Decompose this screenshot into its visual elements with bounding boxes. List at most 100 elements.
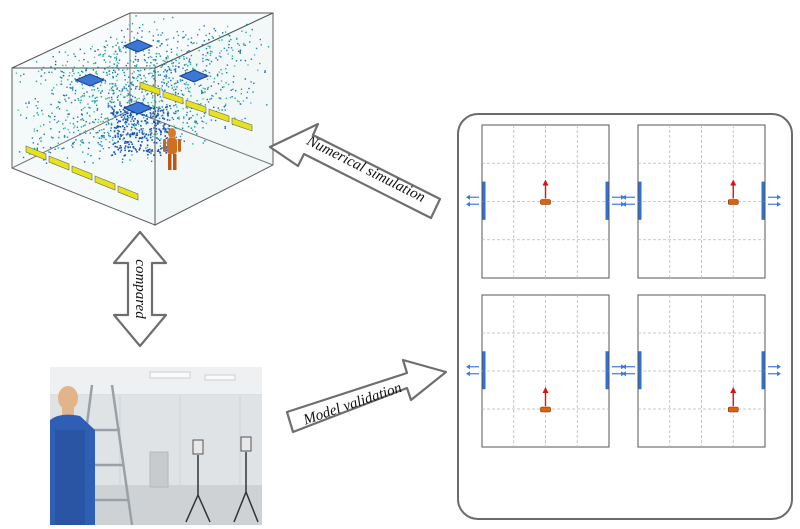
particle: [199, 29, 200, 30]
particle: [62, 123, 63, 124]
particle: [173, 105, 174, 106]
particle: [217, 75, 218, 76]
particle: [187, 98, 188, 99]
particle: [142, 24, 143, 25]
particle: [117, 133, 119, 135]
particle: [135, 56, 136, 57]
particle: [102, 135, 103, 136]
particle: [138, 70, 139, 71]
particle: [133, 120, 135, 122]
particle: [120, 151, 121, 152]
particle: [222, 87, 223, 88]
particle: [185, 70, 186, 71]
particle: [241, 89, 242, 90]
particle: [166, 51, 167, 52]
particle: [161, 67, 162, 68]
particle: [247, 64, 248, 65]
particle: [167, 111, 168, 112]
particle: [116, 38, 117, 39]
particle: [213, 81, 214, 82]
particle: [168, 81, 169, 82]
particle: [84, 132, 85, 133]
particle: [67, 129, 68, 130]
particle: [82, 88, 83, 89]
particle: [84, 161, 85, 162]
particle: [63, 128, 64, 129]
particle: [175, 111, 176, 112]
particle: [154, 125, 156, 127]
particle: [191, 128, 192, 129]
particle: [197, 114, 198, 115]
particle: [109, 101, 110, 102]
particle: [61, 80, 62, 81]
particle: [151, 76, 152, 77]
particle: [72, 90, 73, 91]
particle: [187, 84, 188, 85]
particle: [206, 35, 207, 36]
particle: [58, 143, 59, 144]
particle: [39, 138, 40, 139]
particle: [204, 140, 205, 141]
particle: [205, 59, 206, 60]
particle: [97, 108, 98, 109]
particle: [80, 144, 81, 145]
occupant-marker-icon: [728, 407, 738, 412]
particle: [148, 49, 149, 50]
particle: [72, 75, 73, 76]
particle: [154, 21, 155, 22]
particle: [111, 89, 112, 90]
particle: [89, 96, 90, 97]
particle: [170, 70, 171, 71]
particle: [65, 100, 66, 101]
particle: [101, 117, 102, 118]
particle: [75, 56, 76, 57]
particle: [139, 137, 141, 139]
particle: [159, 108, 160, 109]
particle: [124, 86, 125, 87]
particle: [178, 93, 179, 94]
particle: [129, 100, 130, 101]
particle: [152, 97, 153, 98]
particle: [205, 55, 206, 56]
particle: [94, 89, 95, 90]
particle: [163, 127, 165, 129]
particle: [100, 93, 101, 94]
particle: [148, 52, 149, 53]
numerical-simulation-label: Numerical simulation: [303, 133, 428, 206]
particle: [89, 142, 90, 143]
particle: [125, 114, 127, 116]
particle: [110, 112, 112, 114]
particle: [113, 77, 114, 78]
particle: [77, 81, 78, 82]
particle: [83, 59, 84, 60]
particle: [133, 71, 134, 72]
particle: [125, 111, 127, 113]
particle: [165, 69, 166, 70]
particle: [108, 97, 109, 98]
particle: [108, 119, 109, 120]
particle: [119, 147, 121, 149]
particle: [187, 107, 188, 108]
particle: [220, 69, 221, 70]
particle: [113, 151, 115, 153]
particle: [181, 90, 182, 91]
particle: [160, 145, 161, 146]
particle: [136, 129, 137, 130]
particle: [164, 135, 166, 137]
particle: [79, 75, 80, 76]
particle: [202, 92, 203, 93]
particle: [240, 103, 241, 104]
particle: [202, 58, 203, 59]
particle: [137, 86, 138, 87]
particle: [175, 127, 176, 128]
particle: [200, 85, 201, 86]
particle: [122, 115, 124, 117]
particle: [171, 49, 172, 50]
particle: [87, 61, 88, 62]
particle: [140, 70, 141, 71]
particle: [173, 89, 174, 90]
particle: [145, 80, 146, 81]
particle: [225, 126, 226, 127]
particle: [41, 75, 42, 76]
particle: [88, 148, 89, 149]
